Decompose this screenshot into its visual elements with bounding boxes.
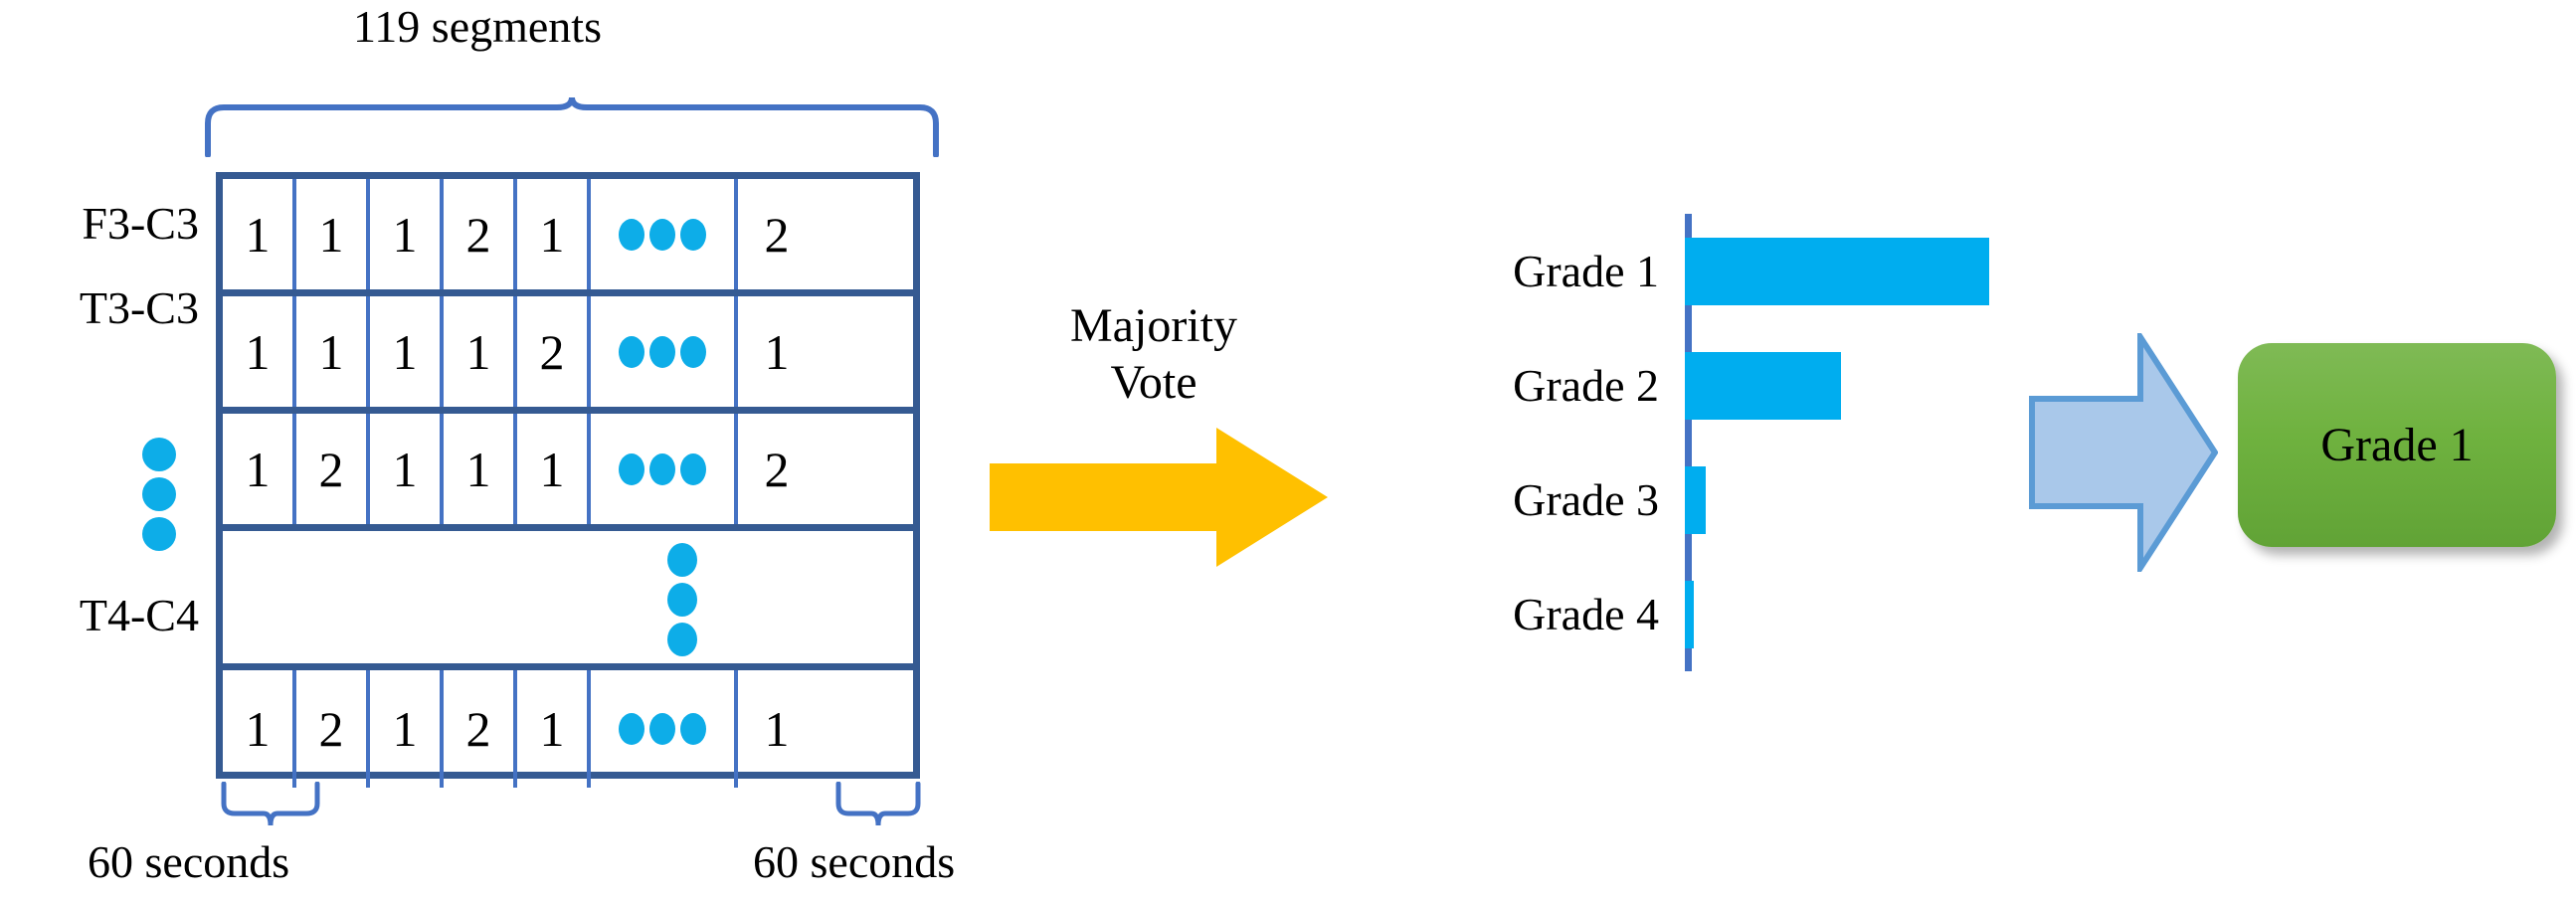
- table-cell: 1: [296, 296, 370, 407]
- table-row: 1 2 1 2 1 1: [223, 670, 913, 788]
- table-cell: 1: [444, 414, 517, 524]
- table-cell-ellipsis: [591, 296, 738, 407]
- table-cell: 1: [370, 296, 444, 407]
- dot-icon: [142, 477, 176, 511]
- table-cell: 1: [764, 323, 790, 380]
- dots-horizontal-icon: [619, 452, 706, 485]
- table-row: 1 1 1 1 2 1: [223, 296, 913, 414]
- table-cell: 1: [764, 701, 790, 757]
- vertical-ellipsis-icon: [667, 543, 699, 656]
- majority-vote-label: Majority Vote: [1029, 298, 1278, 411]
- table-row: 1 2 1 1 1 2: [223, 414, 913, 531]
- table-cell: 1: [223, 296, 296, 407]
- dot-icon: [142, 517, 176, 551]
- table-cell-ellipsis: [591, 179, 738, 289]
- table-cell: 1: [296, 179, 370, 289]
- segments-caption: 119 segments: [353, 1, 602, 52]
- row-label-t3-c3: T3-C3: [79, 282, 199, 333]
- table-cell: 1: [223, 414, 296, 524]
- table-cell: 1: [370, 670, 444, 788]
- bar-label-grade-4: Grade 4: [1513, 589, 1659, 639]
- table-cell: 1: [444, 296, 517, 407]
- bar-grade-4: [1685, 580, 1694, 648]
- bar-grade-2: [1685, 351, 1842, 420]
- table-row: 1 1 1 2 1 2: [223, 179, 913, 296]
- dots-horizontal-icon: [619, 713, 706, 745]
- result-box-label: Grade 1: [2320, 419, 2474, 471]
- bar-track: [1673, 214, 2039, 328]
- seconds-caption-right: 60 seconds: [753, 836, 956, 887]
- table-cell: 2: [764, 441, 790, 497]
- vertical-ellipsis-icon: [142, 438, 180, 551]
- table-cell-ellipsis: [591, 414, 738, 524]
- chart-axis-line: [1685, 214, 1692, 671]
- table-cell: 1: [517, 179, 591, 289]
- grade-distribution-bar-chart: Grade 1 Grade 2 Grade 3 Grade 4: [1422, 214, 2039, 671]
- table-row-ellipsis-area: [223, 531, 913, 663]
- row-label-f3-c3: F3-C3: [82, 198, 199, 249]
- table-cell: 1: [370, 179, 444, 289]
- bar-grade-3: [1685, 465, 1707, 534]
- bar-track: [1673, 557, 2039, 671]
- row-label-t4-c4: T4-C4: [79, 590, 199, 640]
- table-row-ellipsis: [223, 531, 913, 670]
- bar-chart-row: Grade 2: [1422, 328, 2039, 443]
- bar-chart-row: Grade 4: [1422, 557, 2039, 671]
- seconds-caption-left: 60 seconds: [88, 836, 290, 887]
- bar-track: [1673, 328, 2039, 443]
- dots-horizontal-icon: [619, 335, 706, 368]
- table-cell-ellipsis: [591, 670, 738, 788]
- table-cell: 1: [517, 670, 591, 788]
- bar-label-grade-2: Grade 2: [1513, 360, 1659, 411]
- table-cell: 2: [296, 414, 370, 524]
- table-cell: 1: [370, 414, 444, 524]
- bar-chart-row: Grade 1: [1422, 214, 2039, 328]
- table-cell: 2: [764, 206, 790, 263]
- table-cell: 2: [296, 670, 370, 788]
- table-cell: 1: [223, 670, 296, 788]
- bar-label-grade-3: Grade 3: [1513, 474, 1659, 525]
- table-cell: 2: [517, 296, 591, 407]
- table-cell: 2: [444, 670, 517, 788]
- result-box: Grade 1: [2238, 343, 2556, 547]
- dot-icon: [667, 623, 697, 656]
- segments-brace-icon: [205, 97, 939, 157]
- dot-icon: [667, 543, 697, 577]
- majority-vote-line-1: Majority: [1070, 299, 1237, 352]
- orange-right-arrow-icon: [990, 428, 1328, 567]
- table-cell: 2: [444, 179, 517, 289]
- bar-grade-1: [1685, 237, 1989, 305]
- bar-label-grade-1: Grade 1: [1513, 246, 1659, 296]
- segment-grid: 1 1 1 2 1 2 1 1 1 1 2 1 1 2 1 1: [216, 172, 920, 788]
- bar-chart-row: Grade 3: [1422, 443, 2039, 557]
- majority-vote-line-2: Vote: [1110, 355, 1197, 409]
- segment-duration-brace-right-icon: [835, 782, 921, 826]
- table-cell: 1: [223, 179, 296, 289]
- table-cell: 1: [517, 414, 591, 524]
- blue-right-arrow-icon: [2029, 333, 2218, 572]
- dot-icon: [142, 438, 176, 471]
- dot-icon: [667, 583, 697, 617]
- dots-horizontal-icon: [619, 218, 706, 251]
- segment-duration-brace-left-icon: [221, 782, 320, 826]
- bar-track: [1673, 443, 2039, 557]
